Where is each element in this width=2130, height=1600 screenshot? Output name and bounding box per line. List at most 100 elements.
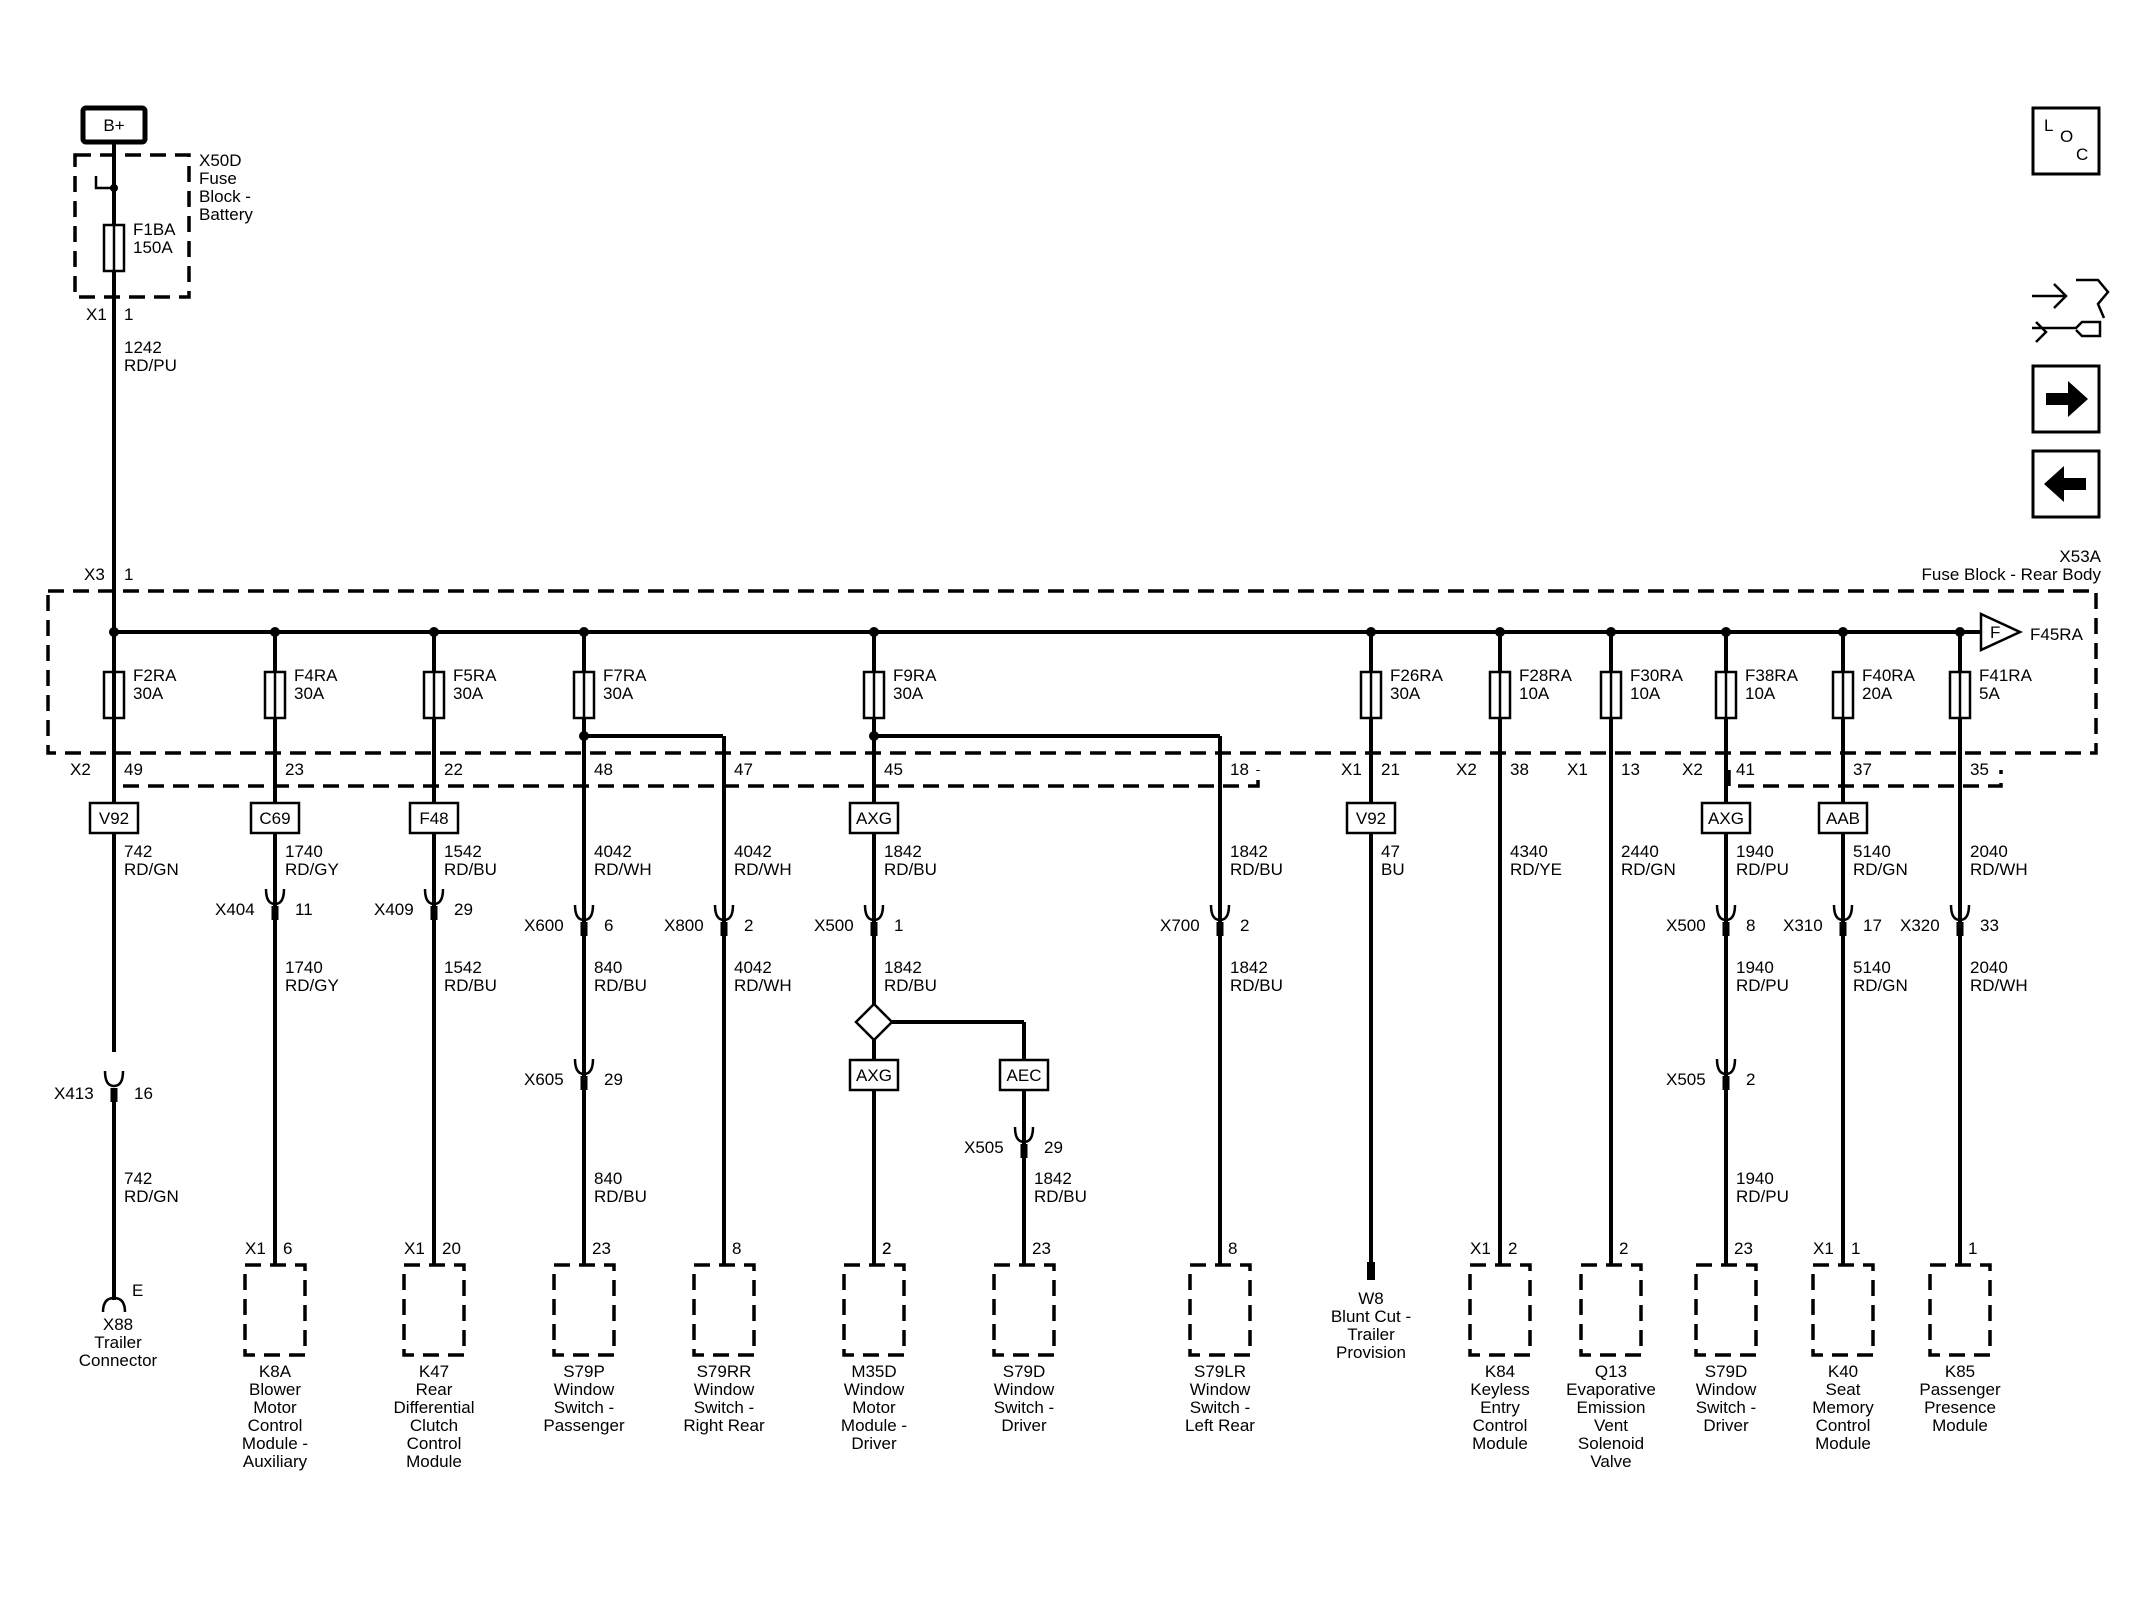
component-pin: 1	[1851, 1239, 1860, 1258]
wire-circuit-label: 2040	[1970, 842, 2008, 861]
inline-connector-id: X600	[524, 916, 564, 935]
option-splice-diamond	[854, 1002, 894, 1042]
fuse-f7ra	[572, 670, 596, 720]
wire-color-label: RD/PU	[1736, 1187, 1789, 1206]
component-label-line: Switch -	[1190, 1398, 1250, 1417]
splice-dot	[1495, 627, 1505, 637]
option-axg-box	[1700, 801, 1752, 835]
wire-color-label: RD/PU	[1736, 976, 1789, 995]
component-label-line: Driver	[1703, 1416, 1749, 1435]
component-label-line: Motor	[253, 1398, 297, 1417]
fuse-f45ra-symbol	[1979, 612, 2023, 652]
inline-connector-id: X500	[1666, 916, 1706, 935]
component-label-line: Switch -	[994, 1398, 1054, 1417]
splice-dot	[1721, 627, 1731, 637]
rear-fuse-block-name: Fuse Block - Rear Body	[1921, 565, 2101, 584]
fuse-f5ra	[422, 670, 446, 720]
option-aec: AEC	[1007, 1066, 1042, 1085]
loc-icon[interactable]: L O C	[2031, 106, 2101, 176]
loc-letter-o: O	[2060, 127, 2073, 146]
rear-in-connector: X3	[84, 565, 105, 584]
component-pin: 23	[1734, 1239, 1753, 1258]
rear-in-pin: 1	[124, 565, 133, 584]
component-label-line: K84	[1485, 1362, 1515, 1381]
component-label-line: Window	[1696, 1380, 1757, 1399]
option-v92-box	[1345, 801, 1397, 835]
fuse-f1ba-rating: 150A	[133, 238, 173, 257]
inline-connector-pin: 29	[454, 900, 473, 919]
connector-pin: 18	[1230, 760, 1249, 779]
wire-color-label: RD/BU	[1230, 976, 1283, 995]
component-pin: 2	[1619, 1239, 1628, 1258]
wire-color-label: RD/BU	[1230, 860, 1283, 879]
component-label-line: Valve	[1590, 1452, 1631, 1471]
wire-color-label: RD/BU	[444, 976, 497, 995]
main-wire-color: RD/PU	[124, 356, 177, 375]
component-pin: 1	[1968, 1239, 1977, 1258]
wire-circuit-label: 5140	[1853, 958, 1891, 977]
connector-id: X1	[1567, 760, 1588, 779]
component-view-icon[interactable]	[2032, 278, 2110, 343]
component-label-line: Module	[1472, 1434, 1528, 1453]
wire-circuit-label: 1842	[884, 958, 922, 977]
component-pin: 8	[1228, 1239, 1237, 1258]
fuse-rating: 30A	[603, 684, 634, 703]
component-label-line: Presence	[1924, 1398, 1996, 1417]
loc-letter-c: C	[2076, 145, 2088, 164]
component-s79rr	[692, 1263, 756, 1357]
wire-color-label: RD/WH	[734, 860, 792, 879]
component-label-line: Auxiliary	[243, 1452, 308, 1471]
inline-connector-pin: 2	[744, 916, 753, 935]
component-label-line: Differential	[394, 1398, 475, 1417]
fuse-id: F2RA	[133, 666, 177, 685]
fuse-block-ground-stub	[94, 176, 114, 190]
option-axg: AXG	[856, 809, 892, 828]
previous-arrow-icon[interactable]	[2031, 449, 2101, 519]
fuse-f38ra	[1714, 670, 1738, 720]
splice-dot	[1366, 627, 1376, 637]
fuse-id: F40RA	[1862, 666, 1916, 685]
component-s79lr	[1188, 1263, 1252, 1357]
wire-color-label: RD/GN	[1853, 860, 1908, 879]
wire-circuit-label: 840	[594, 958, 622, 977]
inline-connector-id: X320	[1900, 916, 1940, 935]
option-axg: AXG	[856, 1066, 892, 1085]
fuse-id: F26RA	[1390, 666, 1444, 685]
component-label-line: Window	[694, 1380, 755, 1399]
fuse-f45ra-symbol-letter: F	[1990, 623, 2000, 642]
wire-circuit-label: 1740	[285, 958, 323, 977]
inline-connector-pin: 17	[1863, 916, 1882, 935]
component-label-line: W8	[1358, 1289, 1384, 1308]
connector-pin: 23	[285, 760, 304, 779]
wire-circuit-label: 4340	[1510, 842, 1548, 861]
inline-x413	[103, 1069, 125, 1104]
wire-circuit-label: 1542	[444, 842, 482, 861]
fuse-rating: 10A	[1630, 684, 1661, 703]
battery-out-pin: 1	[124, 305, 133, 324]
inline-connector-id: X310	[1783, 916, 1823, 935]
component-label-line: Module -	[242, 1434, 308, 1453]
wire-color-label: RD/PU	[1736, 860, 1789, 879]
wire-color-label: RD/WH	[1970, 860, 2028, 879]
fuse-id: F7RA	[603, 666, 647, 685]
inline-connector-pin: 29	[604, 1070, 623, 1089]
splice-dot	[1606, 627, 1616, 637]
component-label-line: Module	[1932, 1416, 1988, 1435]
wire-color-label: RD/BU	[594, 976, 647, 995]
component-label-line: M35D	[851, 1362, 896, 1381]
component-label-line: Control	[248, 1416, 303, 1435]
component-label-line: Passenger	[1919, 1380, 2001, 1399]
component-s79d-axg	[1694, 1263, 1758, 1357]
option-f48-box	[408, 801, 460, 835]
battery-positive-label: B+	[103, 116, 124, 135]
wire-circuit-label: 2440	[1621, 842, 1659, 861]
wire-circuit-label: 4042	[594, 842, 632, 861]
splice-dot	[869, 627, 879, 637]
next-arrow-icon[interactable]	[2031, 364, 2101, 434]
inline-connector-pin: 1	[894, 916, 903, 935]
fuse-rating: 30A	[1390, 684, 1421, 703]
option-aab-box	[1817, 801, 1869, 835]
component-label-line: Driver	[1001, 1416, 1047, 1435]
component-m35d	[842, 1263, 906, 1357]
component-label-line: Rear	[416, 1380, 453, 1399]
